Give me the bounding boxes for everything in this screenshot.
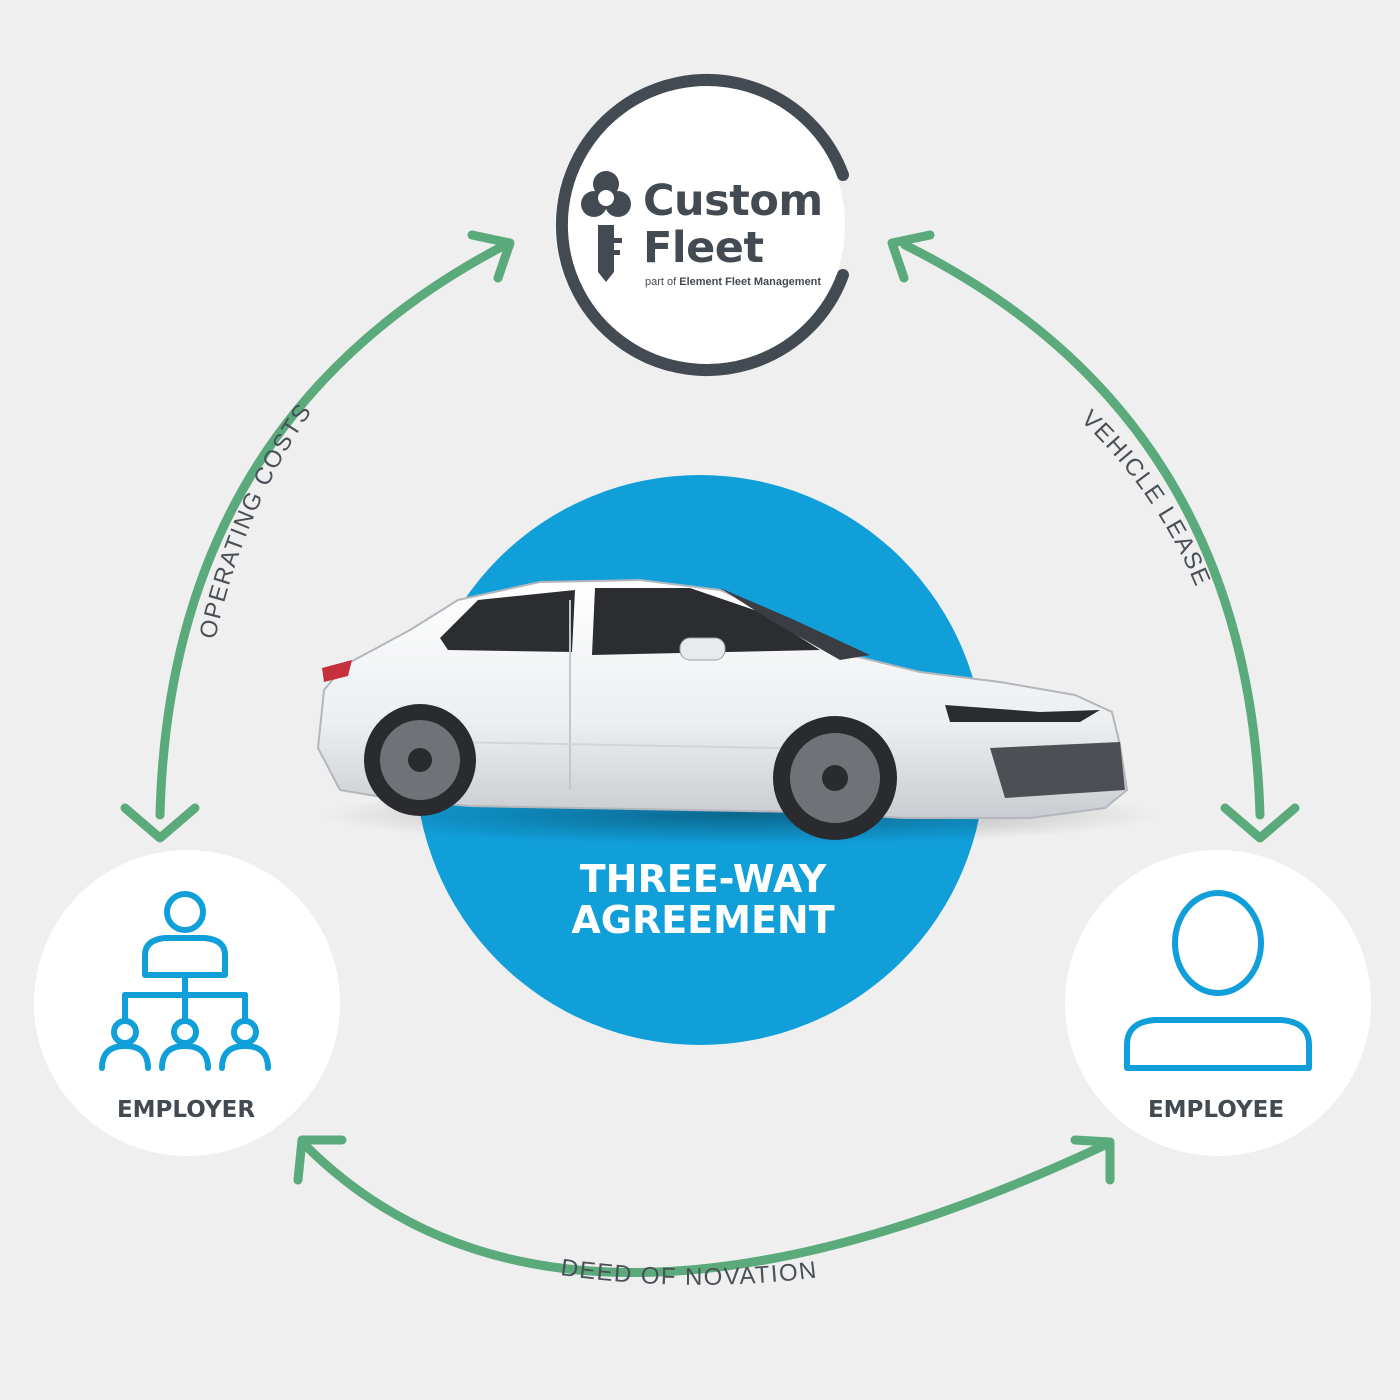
employer-node: EMPLOYER bbox=[34, 850, 340, 1156]
car-window-front bbox=[592, 588, 820, 655]
brand-name-line2: Fleet bbox=[643, 223, 764, 273]
arrowhead-operating-costs-bottom bbox=[120, 803, 200, 843]
car-taillight bbox=[322, 660, 352, 682]
car-windshield bbox=[720, 588, 870, 660]
agreement-title-line2: AGREEMENT bbox=[571, 898, 834, 942]
employee-node: EMPLOYEE bbox=[1065, 850, 1371, 1156]
car-mirror bbox=[679, 637, 726, 661]
label-operating-costs: OPERATING COSTS bbox=[194, 398, 317, 641]
arrowhead-vehicle-lease-bottom bbox=[1220, 803, 1300, 843]
arrowhead-vehicle-lease-top bbox=[887, 230, 935, 283]
custom-fleet-node: Custom Fleet part of Element Fleet Manag… bbox=[555, 74, 849, 376]
person-icon bbox=[1124, 890, 1312, 1071]
org-chart-icon bbox=[99, 891, 271, 1071]
employer-label: EMPLOYER bbox=[117, 1097, 255, 1123]
arrowhead-deed-left bbox=[293, 1135, 347, 1185]
car-wheel-front bbox=[773, 716, 897, 840]
arrowhead-deed-right bbox=[1070, 1135, 1115, 1185]
car-grille bbox=[990, 742, 1125, 798]
arrow-deed-of-novation bbox=[300, 1140, 1110, 1277]
key-logo-icon bbox=[581, 171, 631, 282]
car-wheel-rear bbox=[364, 704, 476, 816]
brand-tagline: part of Element Fleet Management bbox=[645, 276, 821, 288]
connector-arrows bbox=[120, 230, 1300, 1277]
label-vehicle-lease: VEHICLE LEASE bbox=[1076, 405, 1216, 591]
brand-name-line1: Custom bbox=[643, 176, 823, 226]
agreement-title-line1: THREE-WAY bbox=[580, 857, 827, 901]
arrow-operating-costs bbox=[155, 240, 510, 820]
arrow-vehicle-lease bbox=[900, 240, 1265, 820]
car-illustration bbox=[316, 578, 1160, 845]
car-window-rear bbox=[440, 590, 575, 652]
employee-label: EMPLOYEE bbox=[1148, 1097, 1284, 1123]
car-headlight bbox=[945, 705, 1100, 722]
arrowhead-operating-costs-top bbox=[467, 230, 515, 283]
